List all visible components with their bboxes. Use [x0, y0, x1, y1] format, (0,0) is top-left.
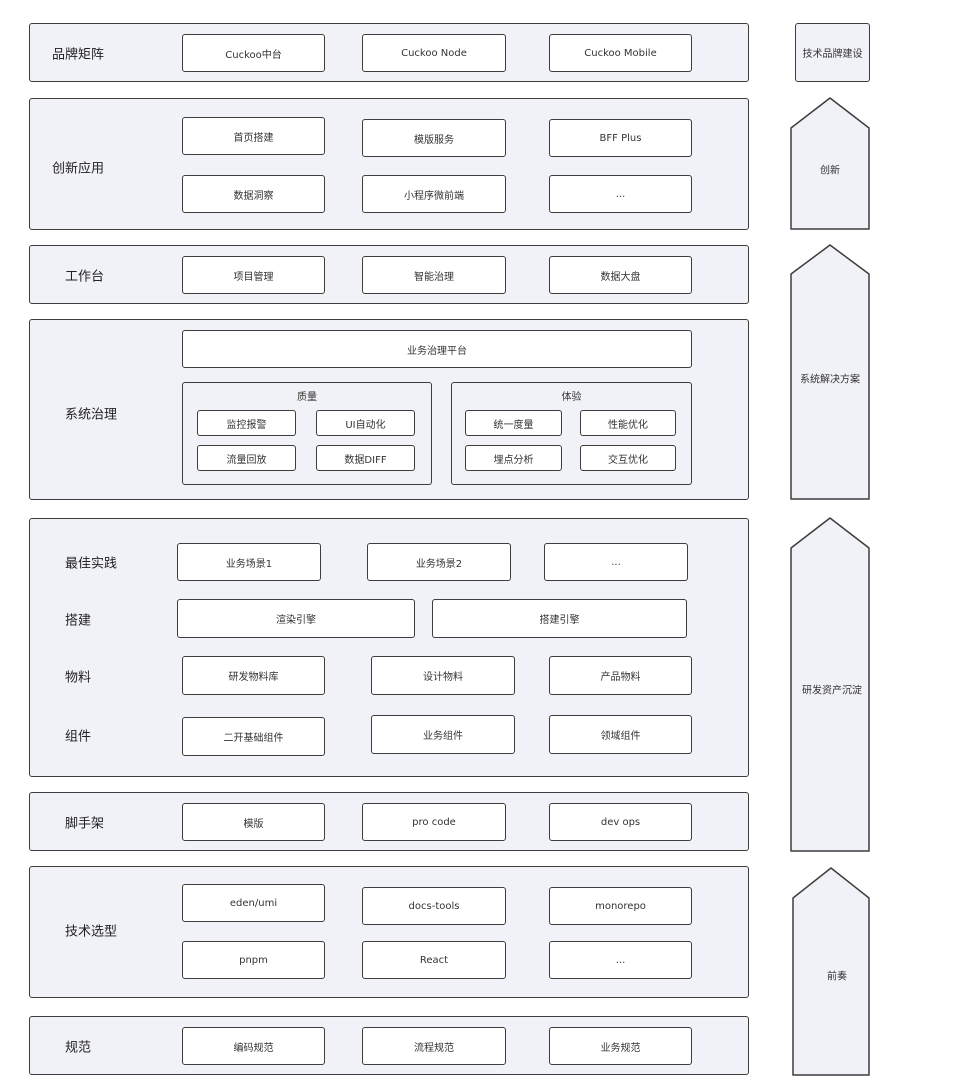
box-data-dashboard: 数据大盘: [549, 256, 692, 294]
row-label-material: 物料: [65, 670, 92, 686]
box-interaction-optimization: 交互优化: [580, 445, 676, 471]
box-governance-platform: 业务治理平台: [182, 330, 692, 368]
layer-label-workbench: 工作台: [65, 269, 105, 285]
box-unified-metrics: 统一度量: [465, 410, 562, 436]
layer-label-scaffold: 脚手架: [65, 816, 105, 832]
box-tracking-analysis: 埋点分析: [465, 445, 562, 471]
box-data-diff: 数据DIFF: [316, 445, 415, 471]
box-render-engine: 渲染引擎: [177, 599, 415, 638]
layer-label-specification: 规范: [65, 1040, 92, 1056]
layer-label-innovation: 创新应用: [52, 161, 105, 177]
box-base-component: 二开基础组件: [182, 717, 325, 756]
box-monorepo: monorepo: [549, 887, 692, 925]
box-pnpm: pnpm: [182, 941, 325, 979]
row-label-build: 搭建: [65, 613, 92, 629]
side-label-innovation: 创新: [820, 165, 840, 177]
box-performance-optimization: 性能优化: [580, 410, 676, 436]
box-design-material: 设计物料: [371, 656, 515, 695]
arrow-dev-assets: [790, 517, 870, 852]
box-dev-material-library: 研发物料库: [182, 656, 325, 695]
layer-label-system-governance: 系统治理: [65, 407, 118, 423]
box-home-build: 首页搭建: [182, 117, 325, 155]
arrow-prelude: [792, 867, 870, 1076]
box-data-insight: 数据洞察: [182, 175, 325, 213]
box-best-practice-more: ...: [544, 543, 688, 581]
arrow-system-solution: [790, 244, 870, 500]
group-title-quality: 质量: [297, 392, 317, 403]
box-cuckoo-mobile: Cuckoo Mobile: [549, 34, 692, 72]
box-smart-governance: 智能治理: [362, 256, 506, 294]
box-template: 模版: [182, 803, 325, 841]
arrow-innovation: [790, 97, 870, 230]
layer-label-brand-matrix: 品牌矩阵: [52, 47, 105, 63]
box-process-spec: 流程规范: [362, 1027, 506, 1065]
box-template-service: 模版服务: [362, 119, 506, 157]
side-tech-brand: 技术品牌建设: [795, 23, 870, 82]
layer-label-tech-selection: 技术选型: [65, 924, 118, 940]
side-label-system-solution: 系统解决方案: [800, 374, 860, 386]
box-tech-more: ...: [549, 941, 692, 979]
row-label-best-practice: 最佳实践: [65, 556, 118, 572]
box-eden-umi: eden/umi: [182, 884, 325, 922]
box-monitor-alert: 监控报警: [197, 410, 296, 436]
row-label-component: 组件: [65, 729, 92, 745]
box-miniprogram-microfrontend: 小程序微前端: [362, 175, 506, 213]
box-coding-spec: 编码规范: [182, 1027, 325, 1065]
group-title-experience: 体验: [561, 392, 582, 403]
group-quality: 质量: [182, 382, 432, 485]
box-bff-plus: BFF Plus: [549, 119, 692, 157]
group-experience: 体验: [451, 382, 692, 485]
box-docs-tools: docs-tools: [362, 887, 506, 925]
box-domain-component: 领域组件: [549, 715, 692, 754]
box-pro-code: pro code: [362, 803, 506, 841]
box-business-spec: 业务规范: [549, 1027, 692, 1065]
box-react: React: [362, 941, 506, 979]
box-traffic-replay: 流量回放: [197, 445, 296, 471]
box-business-component: 业务组件: [371, 715, 515, 754]
box-project-management: 项目管理: [182, 256, 325, 294]
side-label-dev-assets: 研发资产沉淀: [802, 685, 862, 697]
side-label-prelude: 前奏: [827, 971, 847, 983]
box-cuckoo-node: Cuckoo Node: [362, 34, 506, 72]
box-business-scene-2: 业务场景2: [367, 543, 511, 581]
box-innovation-more: ...: [549, 175, 692, 213]
box-product-material: 产品物料: [549, 656, 692, 695]
box-cuckoo-platform: Cuckoo中台: [182, 34, 325, 72]
box-dev-ops: dev ops: [549, 803, 692, 841]
box-build-engine: 搭建引擎: [432, 599, 687, 638]
box-ui-automation: UI自动化: [316, 410, 415, 436]
box-business-scene-1: 业务场景1: [177, 543, 321, 581]
